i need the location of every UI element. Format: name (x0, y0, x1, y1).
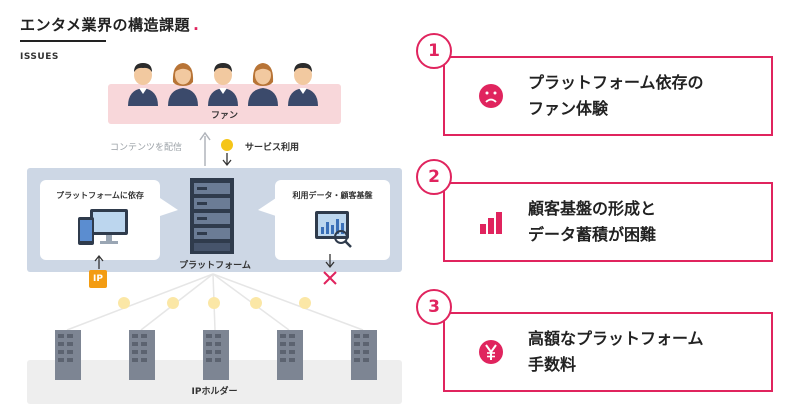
issue-3-line2: 手数料 (528, 355, 577, 374)
bubble-left-tail (160, 198, 178, 216)
issue-text-3: 高額なプラットフォーム 手数料 (528, 326, 704, 378)
fans-label: ファン (210, 111, 238, 121)
data-analytics-icon (315, 211, 352, 248)
ip-holders-label: IPホルダー (191, 387, 238, 397)
issue-1-line1: プラットフォーム依存の (528, 73, 704, 92)
ip-badge: IP (89, 270, 107, 288)
fans-group (120, 58, 330, 108)
buildings-icon (55, 330, 377, 380)
platform-dependency-bubble: プラットフォームに依存 (40, 180, 160, 260)
bar-chart-icon (480, 212, 502, 234)
service-use-label: サービス利用 (245, 143, 300, 153)
arrow-down-icon (325, 254, 335, 269)
server-icon (190, 178, 234, 254)
issue-number-3: 3 (416, 289, 452, 325)
platform-label: プラットフォーム (179, 261, 251, 271)
title-text: エンタメ業界の構造課題 (20, 16, 191, 34)
bubble-right-label: 利用データ・顧客基盤 (292, 191, 373, 200)
bubble-right-tail (258, 198, 276, 216)
customer-data-bubble: 利用データ・顧客基盤 (275, 180, 390, 260)
sad-face-icon (479, 84, 503, 108)
title-dot: . (193, 16, 200, 34)
arrow-down-icon (222, 153, 232, 167)
yen-icon (479, 340, 503, 364)
coin-icon (221, 139, 233, 151)
issue-2-line2: データ蓄積が困難 (528, 225, 657, 244)
content-delivery-label: コンテンツを配信 (110, 143, 183, 153)
ip-arrow-up-icon (94, 254, 104, 269)
issue-text-2: 顧客基盤の形成と データ蓄積が困難 (528, 196, 656, 248)
distribution-lines (66, 273, 364, 331)
coin-icons (118, 297, 311, 309)
section-subtitle: ISSUES (20, 52, 59, 62)
issue-text-1: プラットフォーム依存の ファン体験 (528, 70, 704, 122)
bubble-left-label: プラットフォームに依存 (56, 191, 144, 200)
issue-3-line1: 高額なプラットフォーム (528, 329, 704, 348)
fans-people-icon (128, 63, 318, 106)
issue-1-line2: ファン体験 (528, 99, 609, 118)
title-underline (20, 40, 106, 42)
issue-2-line1: 顧客基盤の形成と (528, 199, 657, 218)
issue-number-1: 1 (416, 33, 452, 69)
issue-number-2: 2 (416, 159, 452, 195)
cross-icon (323, 271, 337, 285)
fan-platform-arrows (199, 131, 233, 167)
blocked-arrow (323, 254, 337, 285)
devices-icon (78, 209, 128, 245)
page-title: エンタメ業界の構造課題. (20, 14, 199, 35)
arrow-up-icon (199, 131, 211, 166)
